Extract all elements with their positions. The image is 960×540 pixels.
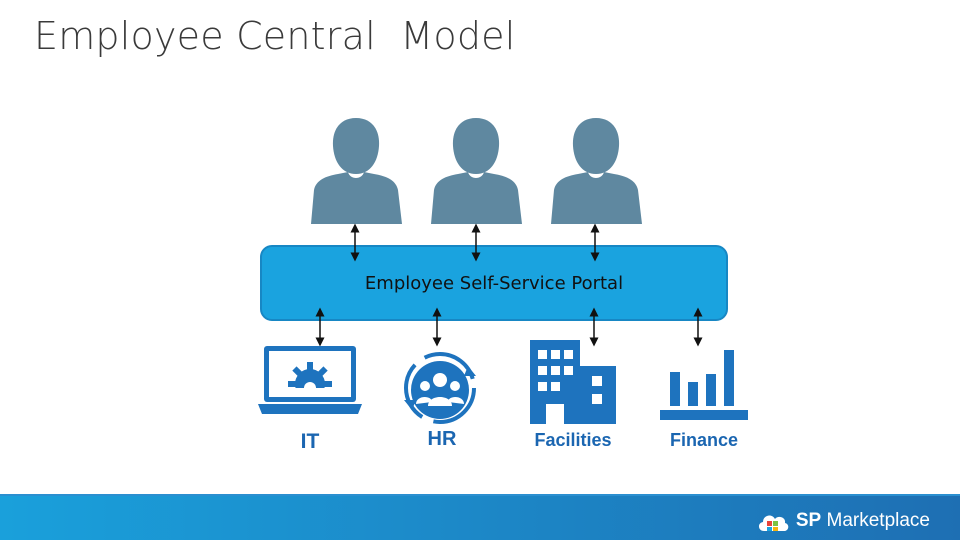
brand-name: SP Marketplace [795, 510, 930, 531]
buildings-icon [530, 340, 616, 424]
portal-label: Employee Self-Service Portal [364, 273, 624, 294]
person-icon [551, 118, 642, 224]
page-title: Employee Central Model [34, 14, 516, 58]
dept-label-finance: Finance [669, 430, 739, 450]
cloud-logo-icon [758, 515, 789, 531]
self-service-portal: Employee Self-Service Portal [260, 245, 728, 321]
footer-divider [0, 494, 960, 496]
person-icon [431, 118, 522, 224]
footer-bar: SP Marketplace [0, 496, 960, 540]
person-icon [311, 118, 402, 224]
dept-label-it: IT [300, 430, 320, 453]
bar-chart-icon [660, 350, 748, 420]
dept-label-hr: HR [427, 428, 457, 450]
laptop-gear-icon [258, 346, 362, 414]
team-cycle-icon [404, 352, 476, 424]
brand: SP Marketplace [756, 509, 930, 533]
dept-label-facilities: Facilities [534, 430, 612, 450]
